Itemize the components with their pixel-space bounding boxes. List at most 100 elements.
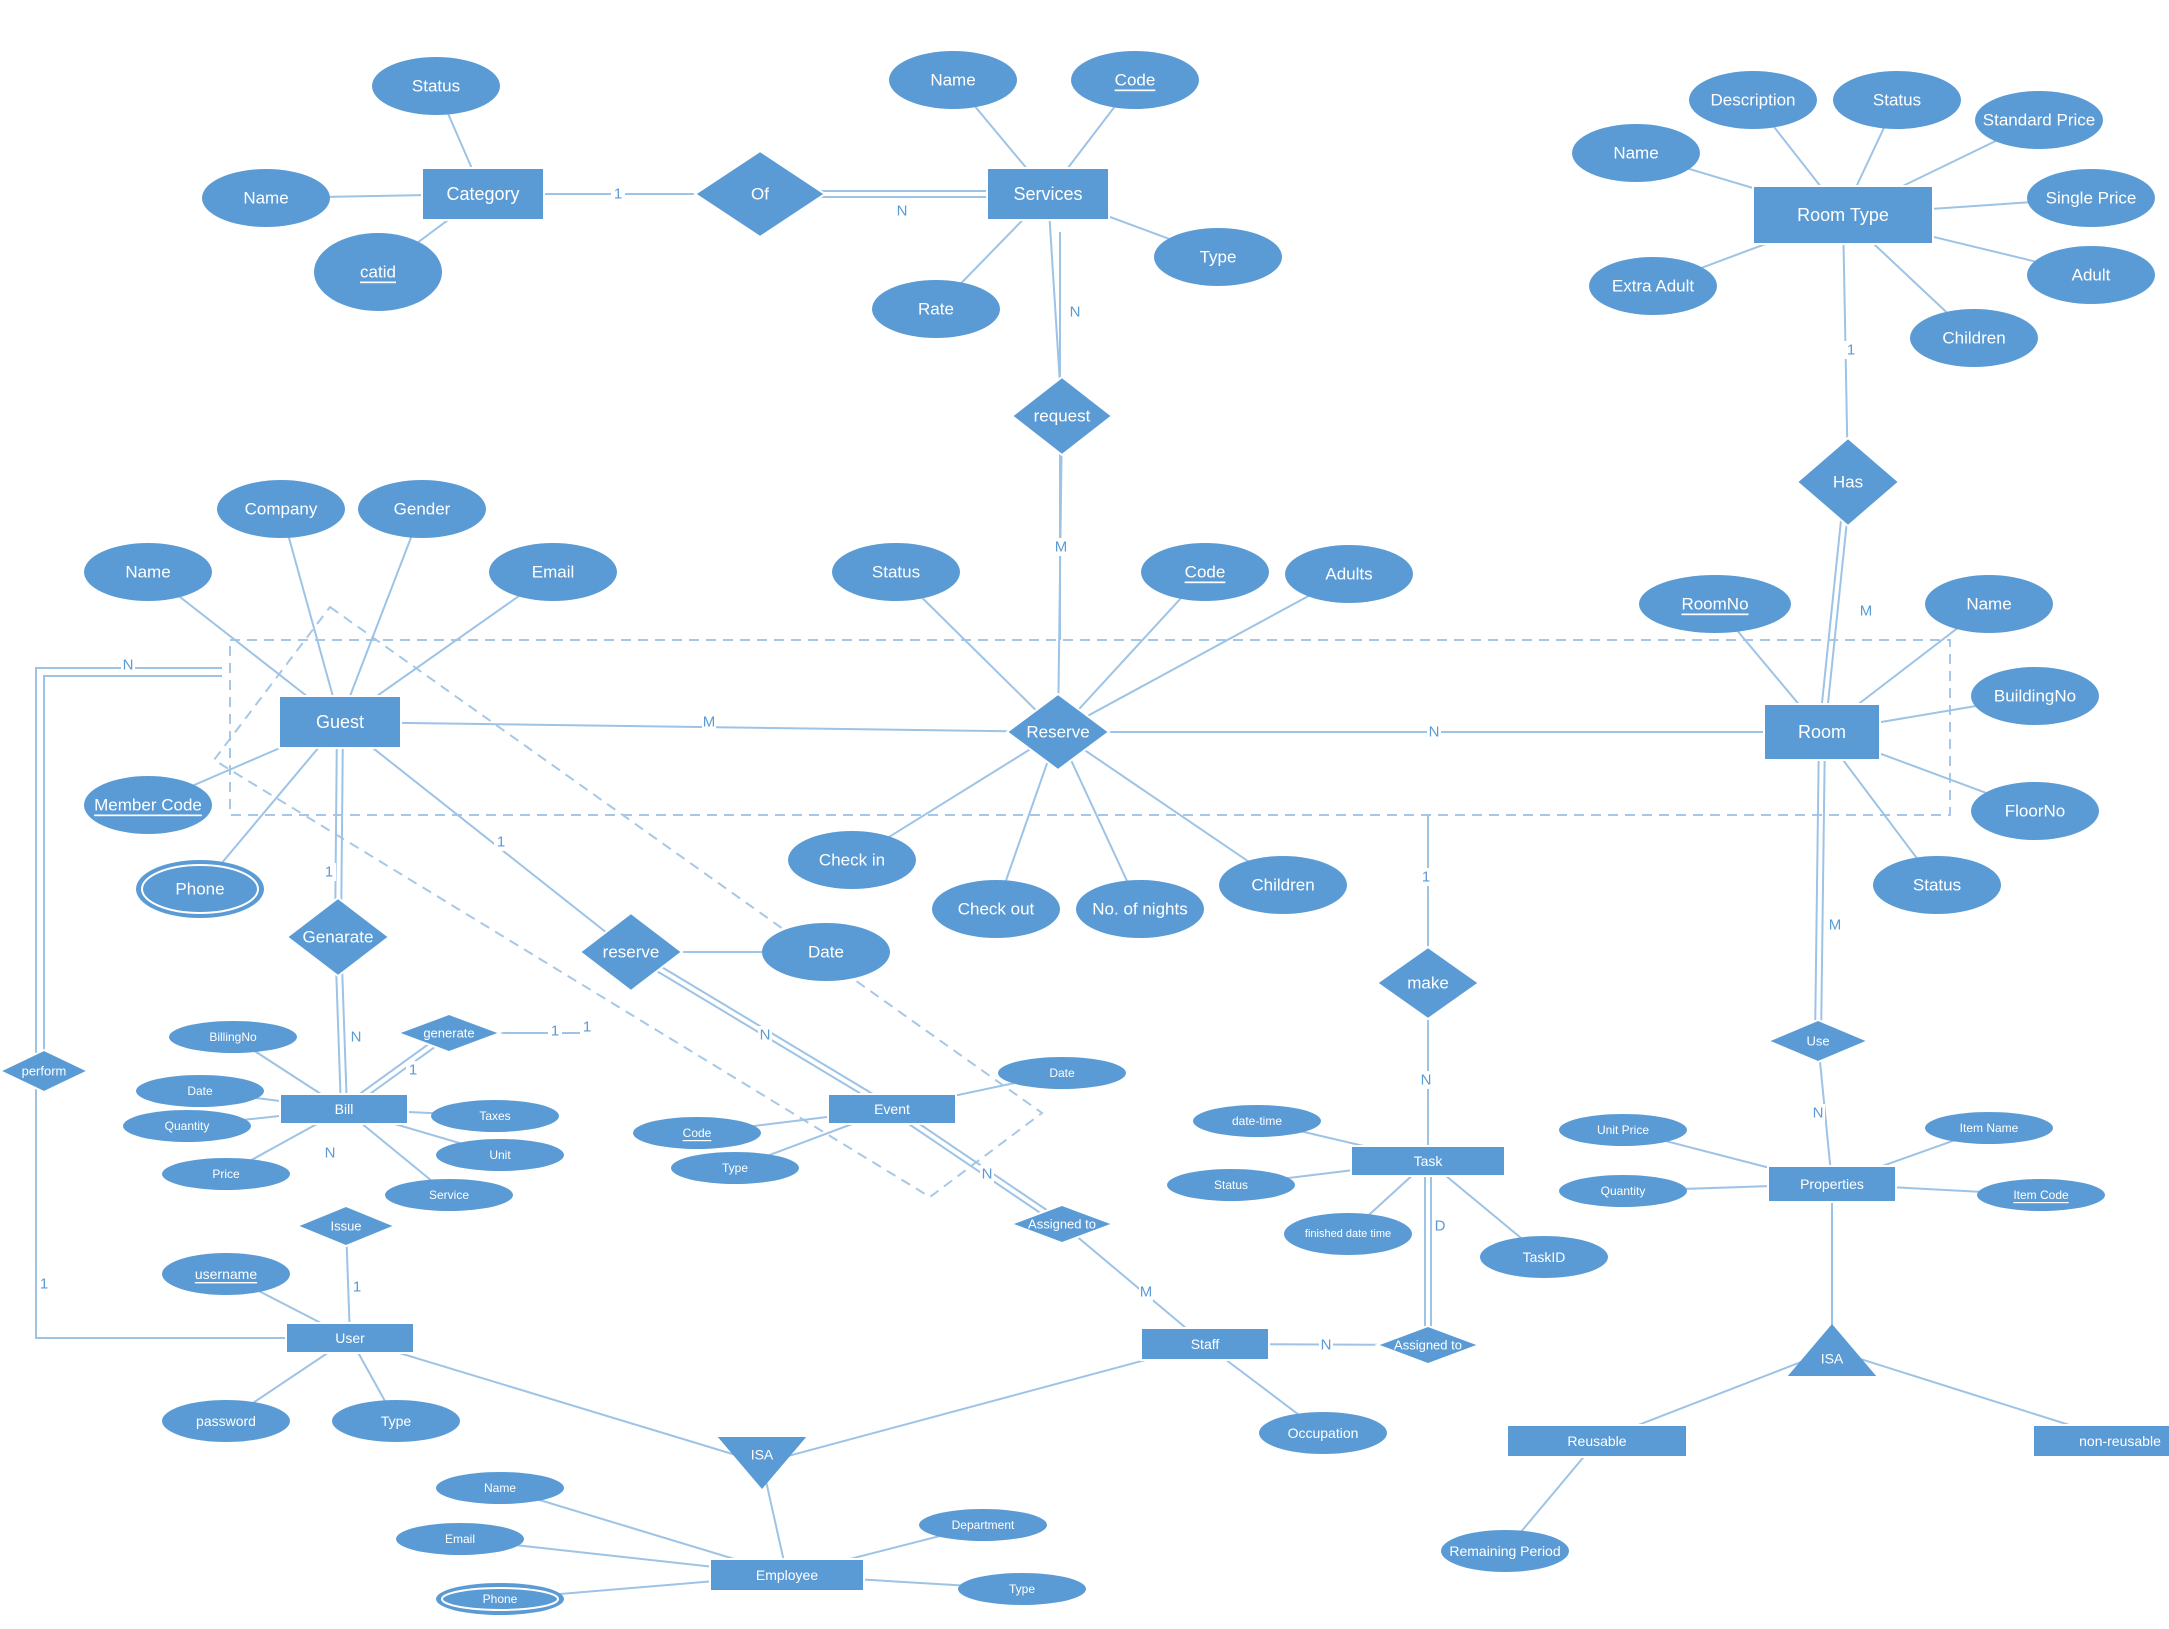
e-type-attribute[interactable]: Type xyxy=(671,1152,799,1184)
task-entity[interactable]: Task xyxy=(1350,1145,1506,1177)
t-taskid-attribute[interactable]: TaskID xyxy=(1480,1236,1608,1278)
services-entity[interactable]: Services xyxy=(986,167,1110,221)
emp-type-attribute[interactable]: Type xyxy=(958,1573,1086,1605)
p-unitprice-attribute[interactable]: Unit Price xyxy=(1559,1114,1687,1146)
emp-name-ellipse xyxy=(436,1472,564,1504)
category-entity[interactable]: Category xyxy=(421,167,545,221)
r-children-attribute[interactable]: Children xyxy=(1219,856,1347,914)
g-name-attribute[interactable]: Name xyxy=(84,543,212,601)
u-username-attribute[interactable]: username xyxy=(162,1253,290,1295)
rt-standard-attribute[interactable]: Standard Price xyxy=(1975,91,2103,149)
g-phone-attribute[interactable]: Phone xyxy=(136,860,264,918)
rm-roomno-attribute[interactable]: RoomNo xyxy=(1639,575,1791,633)
issue-relationship[interactable]: Issue xyxy=(294,1204,398,1248)
make-relationship[interactable]: make xyxy=(1375,945,1481,1021)
employee-entity[interactable]: Employee xyxy=(709,1558,865,1592)
user-entity[interactable]: User xyxy=(285,1322,415,1354)
b-quantity-attribute[interactable]: Quantity xyxy=(123,1110,251,1142)
b-taxes-label: Taxes xyxy=(479,1109,510,1123)
p-itemcode-attribute[interactable]: Item Code xyxy=(1977,1179,2105,1211)
emp-phone-attribute[interactable]: Phone xyxy=(436,1583,564,1615)
u-password-attribute[interactable]: password xyxy=(162,1400,290,1442)
assigned-to-2-relationship[interactable]: Assigned to xyxy=(1374,1324,1482,1366)
g-phone-inner-ellipse xyxy=(141,864,259,914)
b-service-attribute[interactable]: Service xyxy=(385,1179,513,1211)
t-datetime-attribute[interactable]: date-time xyxy=(1193,1105,1321,1137)
assigned-to-1-relationship[interactable]: Assigned to xyxy=(1008,1203,1116,1245)
e-code-attribute[interactable]: Code xyxy=(633,1117,761,1149)
of-relationship[interactable]: Of xyxy=(693,149,827,239)
b-unit-attribute[interactable]: Unit xyxy=(436,1139,564,1171)
b-price-ellipse xyxy=(162,1158,290,1190)
reserve-main-relationship[interactable]: Reserve xyxy=(1005,692,1111,772)
rt-name-attribute[interactable]: Name xyxy=(1572,124,1700,182)
cat-name-attribute[interactable]: Name xyxy=(202,169,330,227)
emp-name-attribute[interactable]: Name xyxy=(436,1472,564,1504)
svc-name-attribute[interactable]: Name xyxy=(889,51,1017,109)
svc-type-attribute[interactable]: Type xyxy=(1154,228,1282,286)
request-relationship[interactable]: request xyxy=(1010,375,1114,457)
isa-properties-triangle[interactable]: ISA xyxy=(1787,1324,1877,1376)
e-date-attribute[interactable]: Date xyxy=(998,1057,1126,1089)
generate-relationship[interactable]: generate xyxy=(395,1012,503,1054)
p-itemname-attribute[interactable]: Item Name xyxy=(1925,1112,2053,1144)
rt-description-attribute[interactable]: Description xyxy=(1689,71,1817,129)
rm-name-attribute[interactable]: Name xyxy=(1925,575,2053,633)
r-code-attribute[interactable]: Code xyxy=(1141,543,1269,601)
g-member-attribute[interactable]: Member Code xyxy=(84,776,212,834)
isa-employee-triangle[interactable]: ISA xyxy=(717,1437,807,1489)
rt-name-label: Name xyxy=(1613,144,1658,163)
r-adults-attribute[interactable]: Adults xyxy=(1285,545,1413,603)
g-company-attribute[interactable]: Company xyxy=(217,480,345,538)
emp-department-attribute[interactable]: Department xyxy=(919,1509,1047,1541)
t-datetime-ellipse xyxy=(1193,1105,1321,1137)
properties-entity[interactable]: Properties xyxy=(1767,1165,1897,1203)
svc-code-attribute[interactable]: Code xyxy=(1071,51,1199,109)
rm-floor-attribute[interactable]: FloorNo xyxy=(1971,782,2099,840)
reserve-event-relationship[interactable]: reserve xyxy=(578,911,684,993)
cat-status-attribute[interactable]: Status xyxy=(372,57,500,115)
genarate-relationship[interactable]: Genarate xyxy=(285,896,391,978)
svc-rate-attribute[interactable]: Rate xyxy=(872,280,1000,338)
reusable-entity[interactable]: Reusable xyxy=(1506,1424,1688,1458)
rt-extra-attribute[interactable]: Extra Adult xyxy=(1589,257,1717,315)
rt-adult-attribute[interactable]: Adult xyxy=(2027,246,2155,304)
room-entity[interactable]: Room xyxy=(1763,703,1881,761)
rt-single-attribute[interactable]: Single Price xyxy=(2027,169,2155,227)
cat-catid-attribute[interactable]: catid xyxy=(314,233,442,311)
u-type-attribute[interactable]: Type xyxy=(332,1400,460,1442)
r-checkout-attribute[interactable]: Check out xyxy=(932,880,1060,938)
rt-children-attribute[interactable]: Children xyxy=(1910,309,2038,367)
perform-relationship[interactable]: perform xyxy=(0,1048,91,1094)
b-date-attribute[interactable]: Date xyxy=(136,1075,264,1107)
g-gender-attribute[interactable]: Gender xyxy=(358,480,486,538)
roomtype-entity[interactable]: Room Type xyxy=(1752,185,1934,245)
rm-status-attribute[interactable]: Status xyxy=(1873,856,2001,914)
s-occupation-attribute[interactable]: Occupation xyxy=(1259,1412,1387,1454)
t-finished-attribute[interactable]: finished date time xyxy=(1284,1213,1412,1255)
t-status-attribute[interactable]: Status xyxy=(1167,1169,1295,1201)
genarate-diamond xyxy=(285,896,391,978)
emp-email-attribute[interactable]: Email xyxy=(396,1523,524,1555)
room-entity-box xyxy=(1763,703,1881,761)
event-entity[interactable]: Event xyxy=(827,1093,957,1125)
staff-entity[interactable]: Staff xyxy=(1140,1327,1270,1361)
re-date-attribute[interactable]: Date xyxy=(762,923,890,981)
nonreusable-entity[interactable]: non-reusable xyxy=(2032,1424,2169,1458)
b-taxes-attribute[interactable]: Taxes xyxy=(431,1100,559,1132)
has-relationship[interactable]: Has xyxy=(1795,436,1901,528)
r-status-attribute[interactable]: Status xyxy=(832,543,960,601)
bill-entity[interactable]: Bill xyxy=(279,1093,409,1125)
b-price-attribute[interactable]: Price xyxy=(162,1158,290,1190)
r-nights-attribute[interactable]: No. of nights xyxy=(1076,880,1204,938)
use-relationship[interactable]: Use xyxy=(1765,1018,1871,1064)
g-email-attribute[interactable]: Email xyxy=(489,543,617,601)
rm-building-attribute[interactable]: BuildingNo xyxy=(1971,667,2099,725)
p-quantity-attribute[interactable]: Quantity xyxy=(1559,1175,1687,1207)
b-billingno-attribute[interactable]: BillingNo xyxy=(169,1021,297,1053)
guest-entity[interactable]: Guest xyxy=(278,695,402,749)
rt-status-attribute[interactable]: Status xyxy=(1833,71,1961,129)
ru-remaining-attribute[interactable]: Remaining Period xyxy=(1441,1530,1569,1572)
r-checkin-attribute[interactable]: Check in xyxy=(788,831,916,889)
